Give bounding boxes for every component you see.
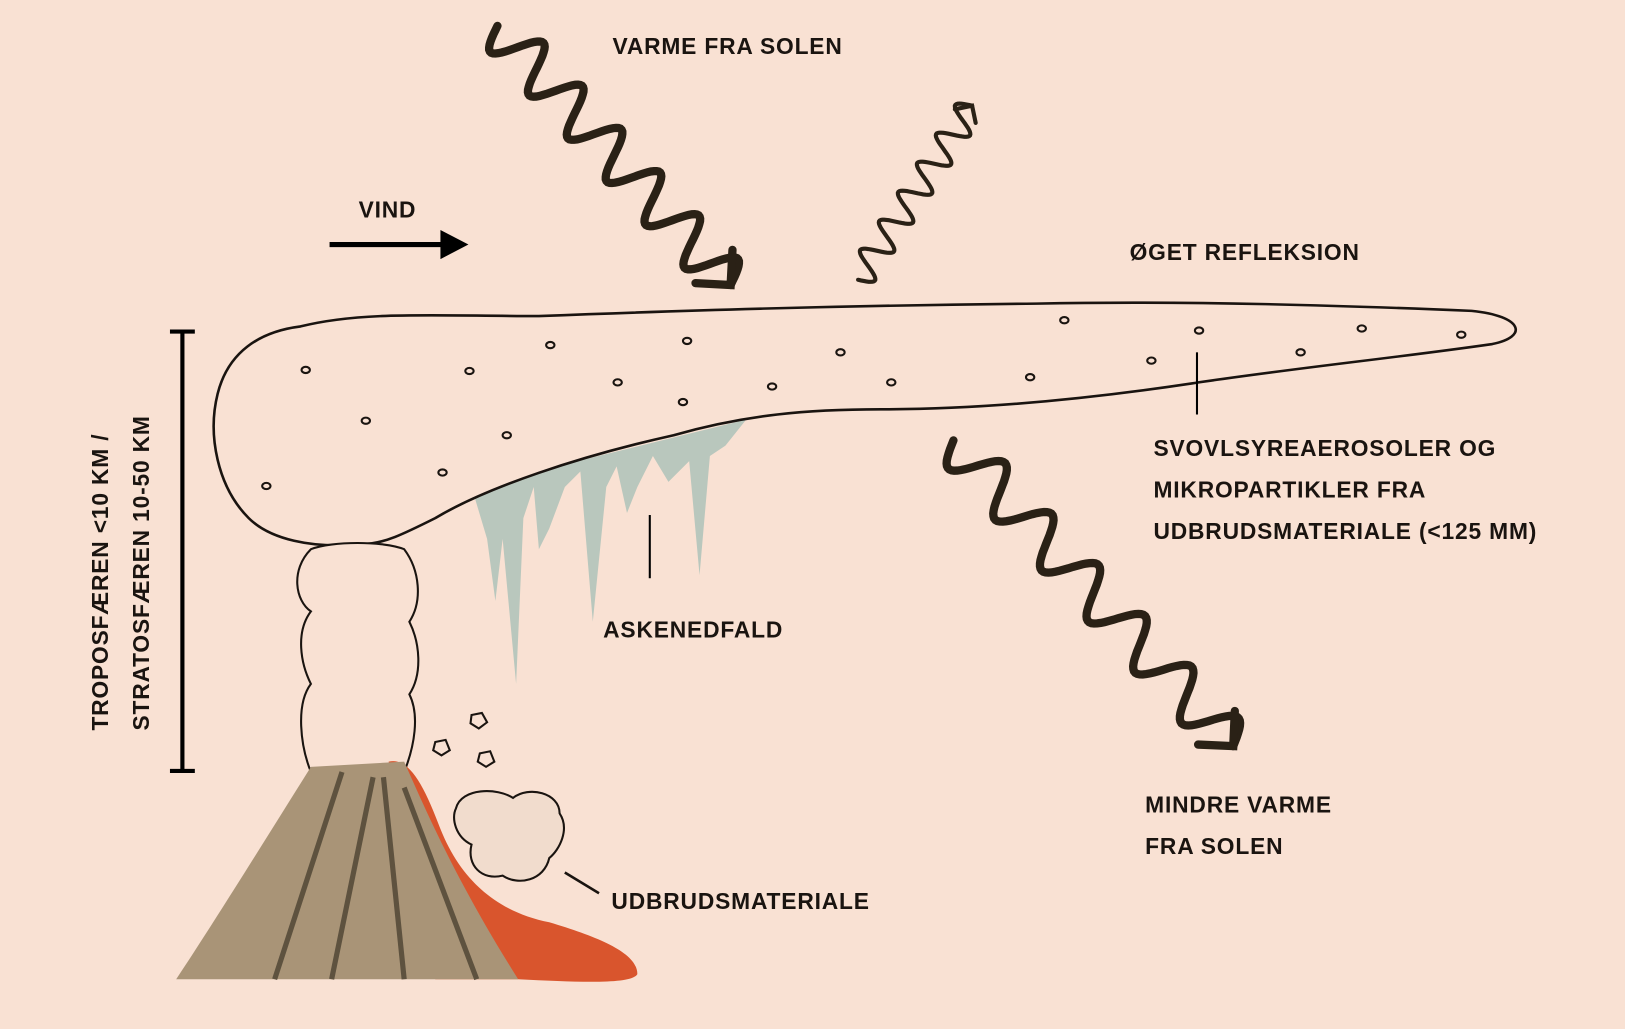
- aerosols-label-3: UDBRUDSMATERIALE (<125 MM): [1153, 518, 1537, 544]
- less-heat-label-2: FRA SOLEN: [1145, 833, 1283, 859]
- ash-fall: [471, 419, 747, 684]
- ash-column: [296, 541, 420, 774]
- particle: [437, 468, 448, 477]
- particle: [766, 382, 778, 391]
- aerosols-label-2: MIKROPARTIKLER FRA: [1153, 476, 1426, 502]
- ash-fall-label: ASKENEDFALD: [603, 616, 783, 642]
- incoming-sun-wave-head: [691, 245, 737, 290]
- less-heat-label-1: MINDRE VARME: [1145, 791, 1332, 817]
- particle: [1456, 330, 1467, 339]
- eruption-material-pointer: [564, 871, 600, 895]
- sun-heat-label: VARME FRA SOLEN: [612, 33, 842, 59]
- particle: [1024, 373, 1036, 382]
- radiation-arrows: [485, 21, 1245, 751]
- altitude-label-2: STRATOSFÆREN 10-50 KM: [128, 415, 154, 730]
- eruption-plume: [212, 301, 1517, 547]
- particle: [1146, 356, 1157, 365]
- particle: [1295, 348, 1306, 357]
- particle: [261, 481, 272, 491]
- volcano-ridges: [272, 771, 480, 981]
- particle: [612, 378, 623, 387]
- particle: [300, 365, 311, 375]
- particle: [545, 340, 556, 350]
- incoming-sun-wave: [485, 21, 744, 290]
- aerosols-label-1: SVOVLSYREAEROSOLER OG: [1153, 435, 1496, 461]
- particle: [681, 336, 693, 346]
- reflected-wave: [856, 101, 975, 284]
- wind-label: VIND: [359, 197, 417, 223]
- particle: [464, 366, 475, 376]
- particle: [1059, 316, 1070, 325]
- reflected-wave-head: [952, 103, 978, 125]
- eruption-material-label: UDBRUDSMATERIALE: [611, 888, 869, 914]
- particle: [501, 431, 512, 440]
- reflection-label: ØGET REFLEKSION: [1130, 239, 1360, 265]
- ejecta-cloud: [453, 790, 565, 882]
- ejecta-rocks: [432, 711, 496, 769]
- particle: [677, 397, 689, 407]
- volcano: [176, 761, 519, 980]
- particle: [1193, 326, 1205, 335]
- particle: [360, 416, 372, 425]
- altitude-scale-bar: [169, 329, 195, 774]
- transmitted-sun-wave-head: [1193, 706, 1239, 751]
- altitude-label-1: TROPOSFÆREN <10 KM /: [87, 434, 113, 731]
- particle: [886, 378, 897, 387]
- particle: [835, 348, 846, 357]
- wind-arrow-head: [440, 230, 469, 260]
- particle: [1356, 324, 1367, 333]
- transmitted-sun-wave: [942, 436, 1245, 751]
- aerosol-particles: [261, 316, 1467, 491]
